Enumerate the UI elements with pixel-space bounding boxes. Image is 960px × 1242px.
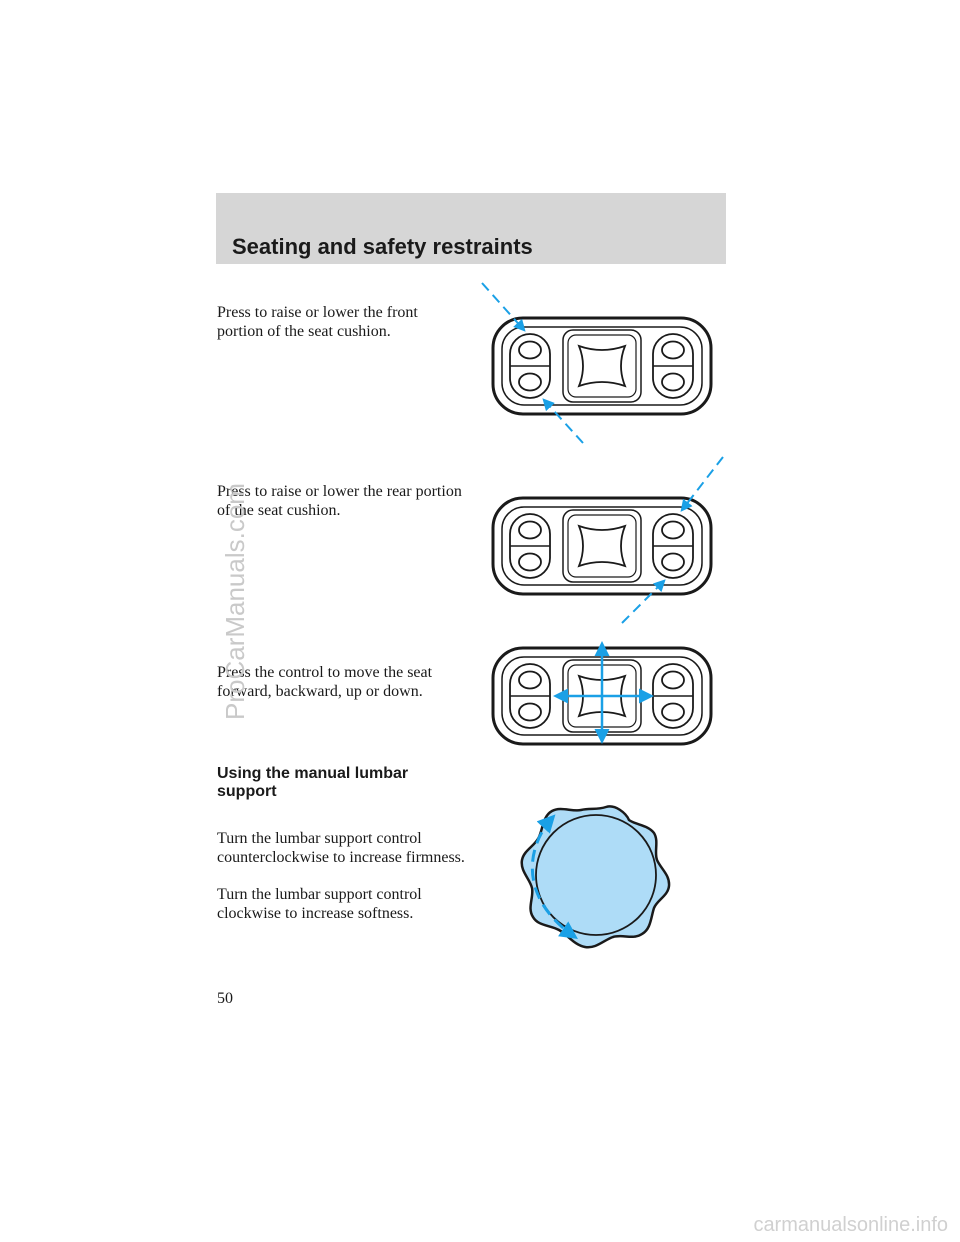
page-number: 50 bbox=[217, 990, 233, 1007]
lumbar-ccw-text: Turn the lumbar support control counterc… bbox=[217, 830, 465, 866]
front-cushion-text: Press to raise or lower the front portio… bbox=[217, 304, 418, 340]
watermark: ProCarManuals.com bbox=[220, 483, 250, 720]
section-header-band bbox=[216, 193, 726, 264]
seat-switch-move-icon bbox=[491, 641, 713, 746]
section-title: Seating and safety restraints bbox=[232, 234, 533, 259]
lumbar-heading: Using the manual lumbar support bbox=[217, 765, 409, 800]
seat-move-text: Press the control to move the seat forwa… bbox=[217, 664, 433, 700]
rear-cushion-text: Press to raise or lower the rear portion… bbox=[217, 483, 462, 519]
seat-switch-rear-icon bbox=[491, 456, 724, 624]
seat-switch-front-icon bbox=[481, 282, 713, 444]
footer-url: carmanualsonline.info bbox=[753, 1214, 948, 1236]
lumbar-cw-text: Turn the lumbar support control clockwis… bbox=[217, 886, 422, 922]
lumbar-knob-icon bbox=[520, 805, 671, 949]
